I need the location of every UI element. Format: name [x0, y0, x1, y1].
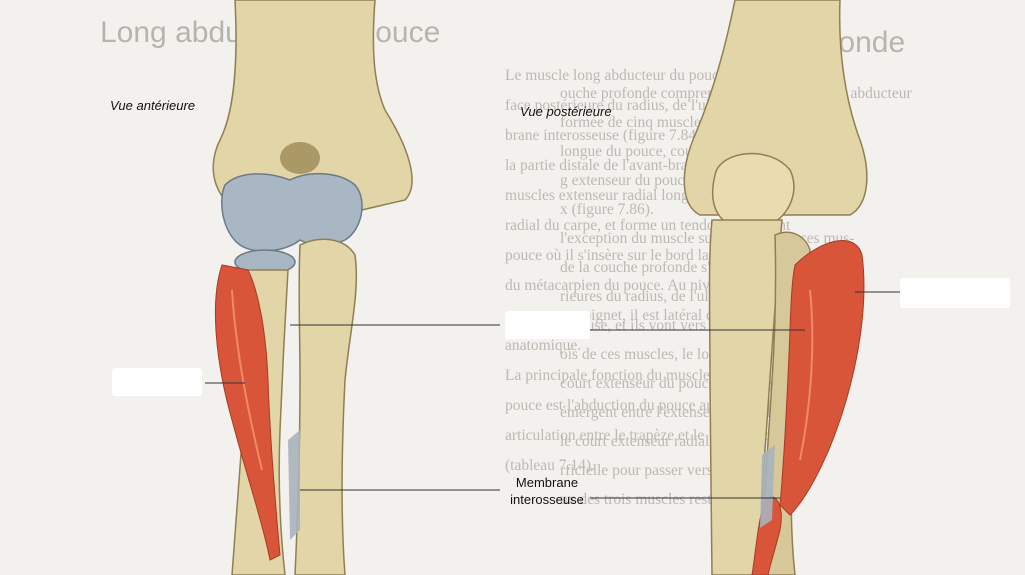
ulna-anterior: [295, 239, 356, 575]
membrane-label-line-2: interosseuse: [502, 491, 592, 508]
olecranon: [713, 154, 794, 225]
label-mask-right: [900, 278, 1010, 308]
membrane-label-line-1: Membrane: [502, 474, 592, 491]
coronoid-fossa: [280, 142, 320, 174]
interosseous-membrane-anterior: [288, 430, 300, 540]
trochlea-cartilage: [222, 174, 362, 251]
membrane-label: Membrane interosseuse: [502, 474, 592, 508]
background-right-line-4: x (figure 7.86).: [560, 201, 654, 218]
muscle-posterior: [780, 241, 864, 515]
label-mask-left: [112, 368, 202, 396]
background-right-line-5: l'exception du muscle supinateur, tous c…: [560, 230, 854, 247]
posterior-view-label: Vue postérieure: [520, 104, 612, 119]
label-mask-center: [505, 311, 590, 339]
anterior-view-drawing: [205, 0, 500, 575]
anterior-view-label: Vue antérieure: [110, 98, 195, 113]
